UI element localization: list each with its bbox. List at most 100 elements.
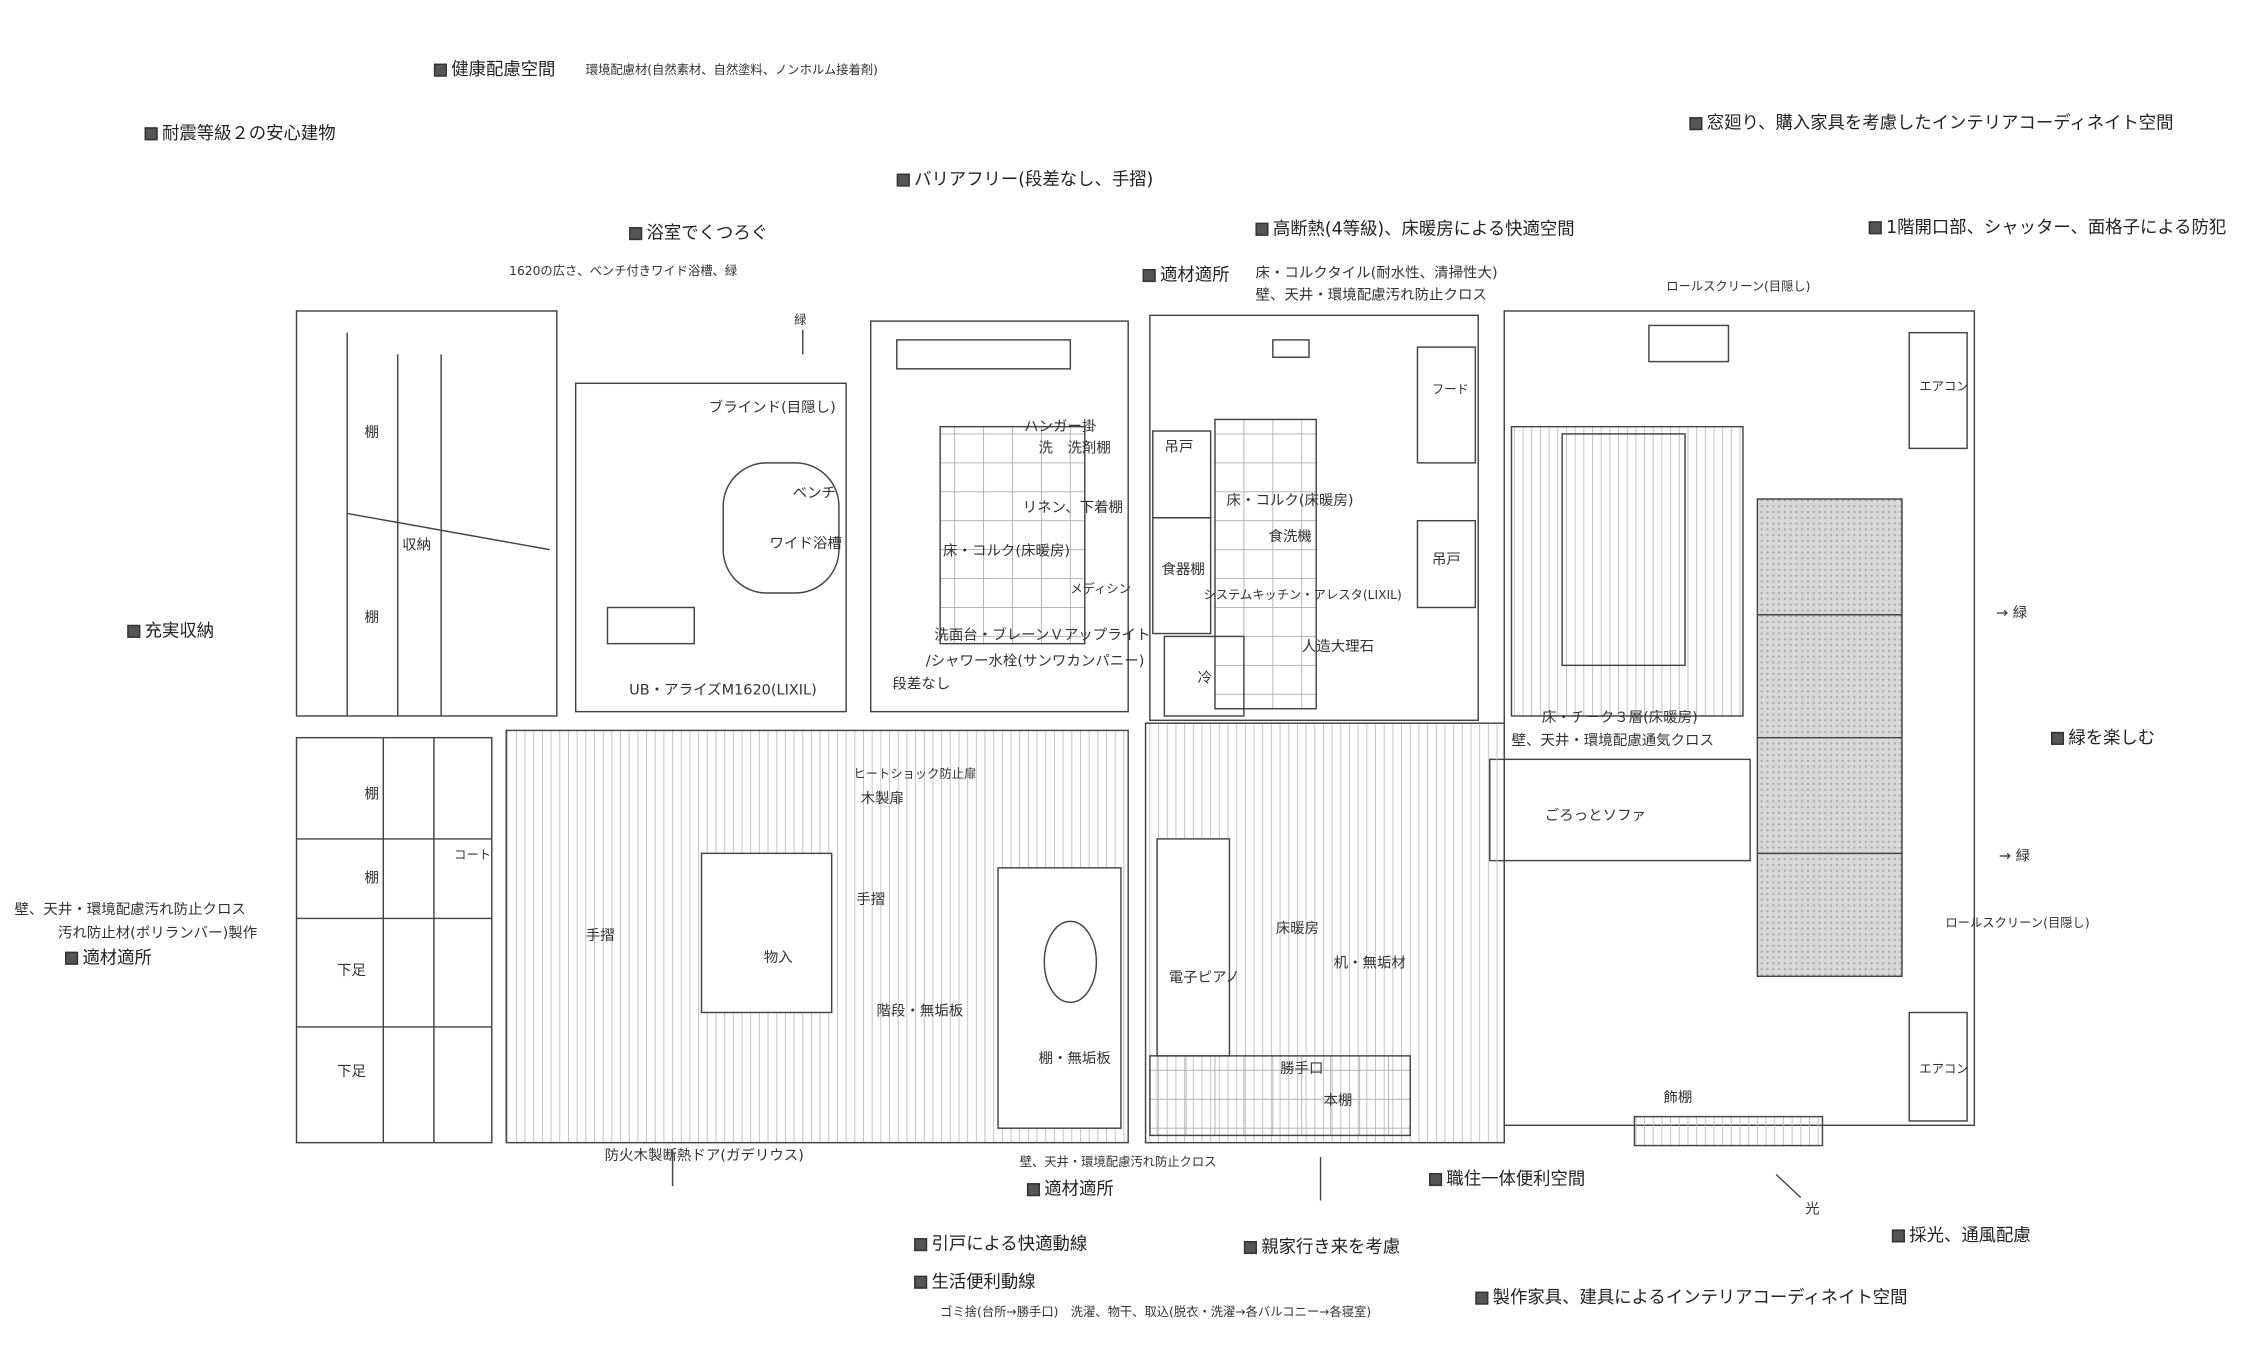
storage-top-shelf-1: 棚 xyxy=(364,425,379,442)
right-material-floor: 床・コルクタイル(耐水性、清掃性大) xyxy=(1255,266,1498,283)
storage-bottom-shoes-1: 下足 xyxy=(337,963,366,980)
storage-bottom-room xyxy=(295,736,493,1144)
bath-label: 浴室でくつろぐ xyxy=(646,222,769,243)
storage-top-room xyxy=(295,310,558,717)
wash-wash: 洗 xyxy=(1038,441,1053,458)
security-label: 1階開口部、シャッター、面格子による防犯 xyxy=(1886,216,2227,238)
roll-screen-top: ロールスクリーン(目隠し) xyxy=(1666,280,1811,296)
study-piano: 電子ピアノ xyxy=(1168,970,1240,987)
left-right-material: 適材適所 xyxy=(65,949,152,966)
living-ac-1: エアコン xyxy=(1919,380,1969,395)
bullet-square-icon xyxy=(896,173,910,187)
light-label: 光 xyxy=(1805,1201,1820,1218)
hall-closet: 物入 xyxy=(763,950,793,967)
toilet-wall-note: 壁、天井・環境配慮汚れ防止クロス xyxy=(1019,1155,1217,1171)
study-desk: 机・無垢材 xyxy=(1333,956,1406,972)
bathroom-room xyxy=(574,382,847,713)
storage-bottom-shelf-2: 棚 xyxy=(364,870,379,887)
hall-toilet-shelf: 棚・無垢板 xyxy=(1038,1051,1111,1068)
living-wall: 壁、天井・環境配慮通気クロス xyxy=(1511,733,1714,750)
seismic-label: 耐震等級２の安心建物 xyxy=(161,122,336,144)
security-heading: 1階開口部、シャッター、面格子による防犯 xyxy=(1868,216,2227,238)
green-arrow-1: → 緑 xyxy=(1996,606,2028,622)
kitchen-wall-cabinet-2: 吊戸 xyxy=(1431,552,1461,569)
kitchen-room xyxy=(1149,314,1479,722)
kitchen-system: システムキッチン・アレスタ(LIXIL) xyxy=(1203,588,1402,604)
living-ac-2: エアコン xyxy=(1919,1063,1969,1078)
hall-stairs: 階段・無垢板 xyxy=(876,1003,964,1020)
wash-basin: 洗面台・ブレーンＶアップライト xyxy=(934,627,1151,644)
storage-label: 充実収納 xyxy=(144,620,215,641)
bullet-square-icon xyxy=(914,1275,928,1289)
work-live-heading: 職住一体便利空間 xyxy=(1429,1170,1585,1187)
barrier-free-label: バリアフリー(段差なし、手摺) xyxy=(914,169,1154,190)
storage-top-storage: 収納 xyxy=(402,538,432,554)
kitchen-hood: フード xyxy=(1431,383,1469,398)
living-floor: 床・チーク３層(床暖房) xyxy=(1541,710,1698,727)
parents-label: 親家行き来を考慮 xyxy=(1261,1236,1401,1257)
bullet-square-icon xyxy=(1429,1173,1443,1187)
bullet-square-icon xyxy=(1026,1183,1040,1197)
window-heading: 窓廻り、購入家具を考慮したインテリアコーディネイト空間 xyxy=(1689,112,2174,134)
bullet-square-icon xyxy=(433,63,447,77)
hall-handrail-1: 手摺 xyxy=(585,928,615,945)
kitchen-dishwasher: 食洗機 xyxy=(1268,529,1312,546)
left-right-material-label: 適材適所 xyxy=(82,947,152,968)
hall-handrail-2: 手摺 xyxy=(856,892,886,909)
storage-bottom-shelf-1: 棚 xyxy=(364,786,379,803)
bullet-square-icon xyxy=(629,227,643,241)
parents-heading: 親家行き来を考慮 xyxy=(1243,1236,1401,1257)
wash-medicine: メディシン xyxy=(1070,582,1131,598)
window-label: 窓廻り、購入家具を考慮したインテリアコーディネイト空間 xyxy=(1706,112,2174,134)
life-route-label: 生活便利動線 xyxy=(931,1271,1036,1292)
life-route-heading: 生活便利動線 xyxy=(914,1273,1036,1290)
custom-furniture-heading: 製作家具、建具によるインテリアコーディネイト空間 xyxy=(1475,1287,1908,1308)
health-detail: 環境配慮材(自然素材、自然塗料、ノンホルム接着剤) xyxy=(585,63,878,79)
green-arrow-2: → 緑 xyxy=(1998,849,2031,865)
insulation-label: 高断熱(4等級)、床暖房による快適空間 xyxy=(1272,218,1575,239)
kitchen-wall-cabinet-1: 吊戸 xyxy=(1164,439,1194,456)
bath-detail: 1620の広さ、ベンチ付きワイド浴槽、緑 xyxy=(509,264,738,280)
study-back-door: 勝手口 xyxy=(1280,1061,1324,1078)
sliding-door-heading: 引戸による快適動線 xyxy=(914,1235,1087,1253)
hall-heat-door: ヒートショック防止扉 xyxy=(853,768,977,783)
custom-furniture-label: 製作家具、建具によるインテリアコーディネイト空間 xyxy=(1492,1287,1908,1308)
right-material-wall: 壁、天井・環境配慮汚れ防止クロス xyxy=(1255,287,1487,304)
bath-bench: ベンチ xyxy=(792,485,837,502)
bullet-square-icon xyxy=(127,624,141,638)
living-sofa: ごろっとソファ xyxy=(1544,808,1647,825)
right-material-heading: 適材適所 xyxy=(1142,264,1230,285)
enjoy-green-heading: 緑を楽しむ xyxy=(2050,727,2156,748)
health-heading: 健康配慮空間 xyxy=(433,59,556,80)
storage-top-shelf-2: 棚 xyxy=(364,610,379,627)
hall-wood-door: 木製扉 xyxy=(860,791,904,808)
washroom-room xyxy=(870,320,1129,713)
kitchen-floor: 床・コルク(床暖房) xyxy=(1226,493,1354,510)
study-floor-heat: 床暖房 xyxy=(1275,921,1320,938)
health-label: 健康配慮空間 xyxy=(451,59,556,80)
seismic-heading: 耐震等級２の安心建物 xyxy=(144,122,336,144)
toilet-right-material-label: 適材適所 xyxy=(1044,1178,1114,1200)
toilet-right-material: 適材適所 xyxy=(1026,1178,1114,1200)
roll-screen-right: ロールスクリーン(目隠し) xyxy=(1945,917,2090,932)
bullet-square-icon xyxy=(1891,1229,1905,1243)
wash-floor: 床・コルク(床暖房) xyxy=(943,543,1071,560)
fire-door-note: 防火木製断熱ドア(ガデリウス) xyxy=(604,1148,804,1165)
bath-tub: ワイド浴槽 xyxy=(769,536,842,553)
storage-bottom-coat: コート xyxy=(454,849,492,864)
bath-unit: UB・アライズM1620(LIXIL) xyxy=(629,682,817,699)
living-display-shelf: 飾棚 xyxy=(1663,1090,1693,1107)
daylight-heading: 採光、通風配慮 xyxy=(1891,1225,2031,1246)
bath-heading: 浴室でくつろぐ xyxy=(629,222,769,243)
daylight-label: 採光、通風配慮 xyxy=(1909,1225,2031,1246)
right-material-label: 適材適所 xyxy=(1160,264,1230,285)
life-route-detail: ゴミ捨(台所→勝手口) 洗濯、物干、取込(脱衣・洗濯→各バルコニー→各寝室) xyxy=(940,1306,1372,1321)
bullet-square-icon xyxy=(1243,1241,1257,1255)
bullet-square-icon xyxy=(2050,731,2065,745)
wash-hanger: ハンガー掛 xyxy=(1024,419,1097,436)
barrier-free-heading: バリアフリー(段差なし、手摺) xyxy=(896,169,1154,190)
bullet-square-icon xyxy=(914,1238,928,1252)
enjoy-green-label: 緑を楽しむ xyxy=(2068,727,2156,748)
